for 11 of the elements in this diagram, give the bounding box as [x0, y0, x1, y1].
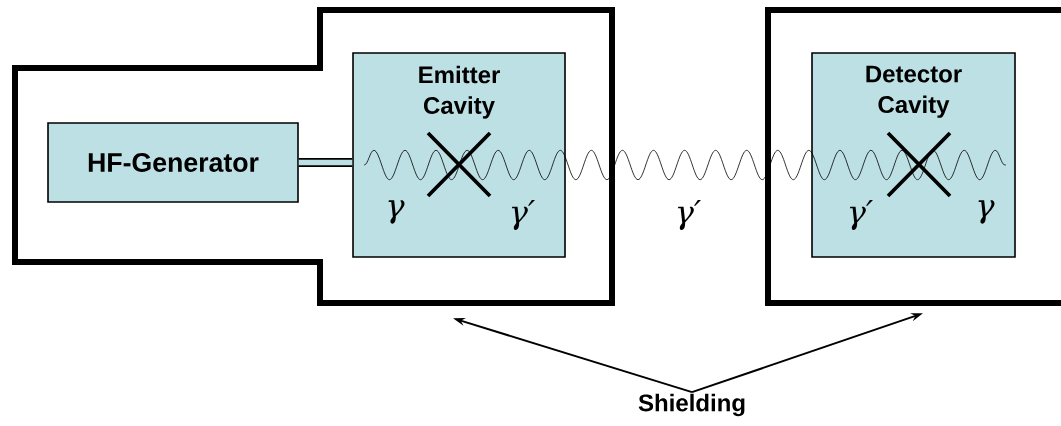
- greek-label: γ′: [677, 200, 701, 230]
- shielding-label: Shielding: [638, 393, 745, 417]
- greek-label: γ: [978, 200, 995, 224]
- wave-line: [363, 149, 1007, 181]
- greek-label: γ′: [849, 200, 873, 230]
- shielding-outline: [765, 7, 1061, 306]
- greek-label: γ′: [511, 200, 535, 230]
- shielding-outline: [12, 7, 615, 306]
- generator-box: HF-Generator: [47, 122, 299, 203]
- coaxial-line: [298, 157, 353, 168]
- greek-label: γ: [388, 200, 405, 224]
